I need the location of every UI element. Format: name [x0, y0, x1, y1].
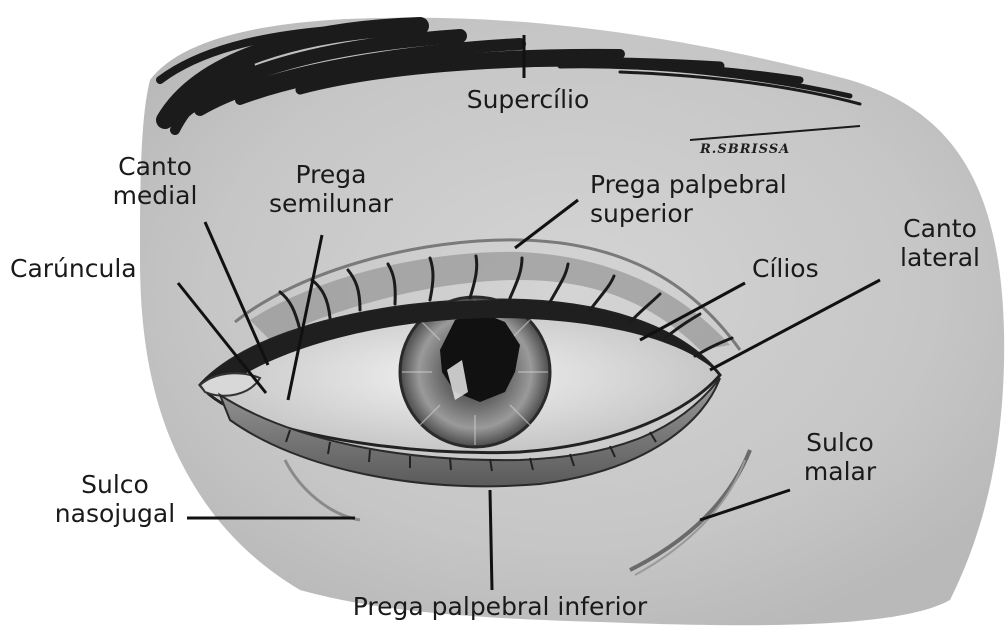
label-supercilio: Supercílio [448, 85, 608, 114]
label-sulco-malar: Sulco malar [780, 428, 900, 486]
label-sulco-nasojugal: Sulco nasojugal [40, 470, 190, 528]
label-cilios: Cílios [752, 254, 819, 283]
label-prega-palpebral-inferior: Prega palpebral inferior [300, 592, 700, 621]
label-canto-lateral: Canto lateral [880, 214, 1000, 272]
leader-prega-palpebral-inferior [490, 490, 492, 590]
artist-signature: R.SBRISSA [700, 142, 790, 157]
label-carunculA: Carúncula [10, 254, 137, 283]
label-prega-semilunar: Prega semilunar [246, 160, 416, 218]
label-canto-medial: Canto medial [85, 152, 225, 210]
label-prega-palpebral-superior: Prega palpebral superior [590, 170, 787, 228]
